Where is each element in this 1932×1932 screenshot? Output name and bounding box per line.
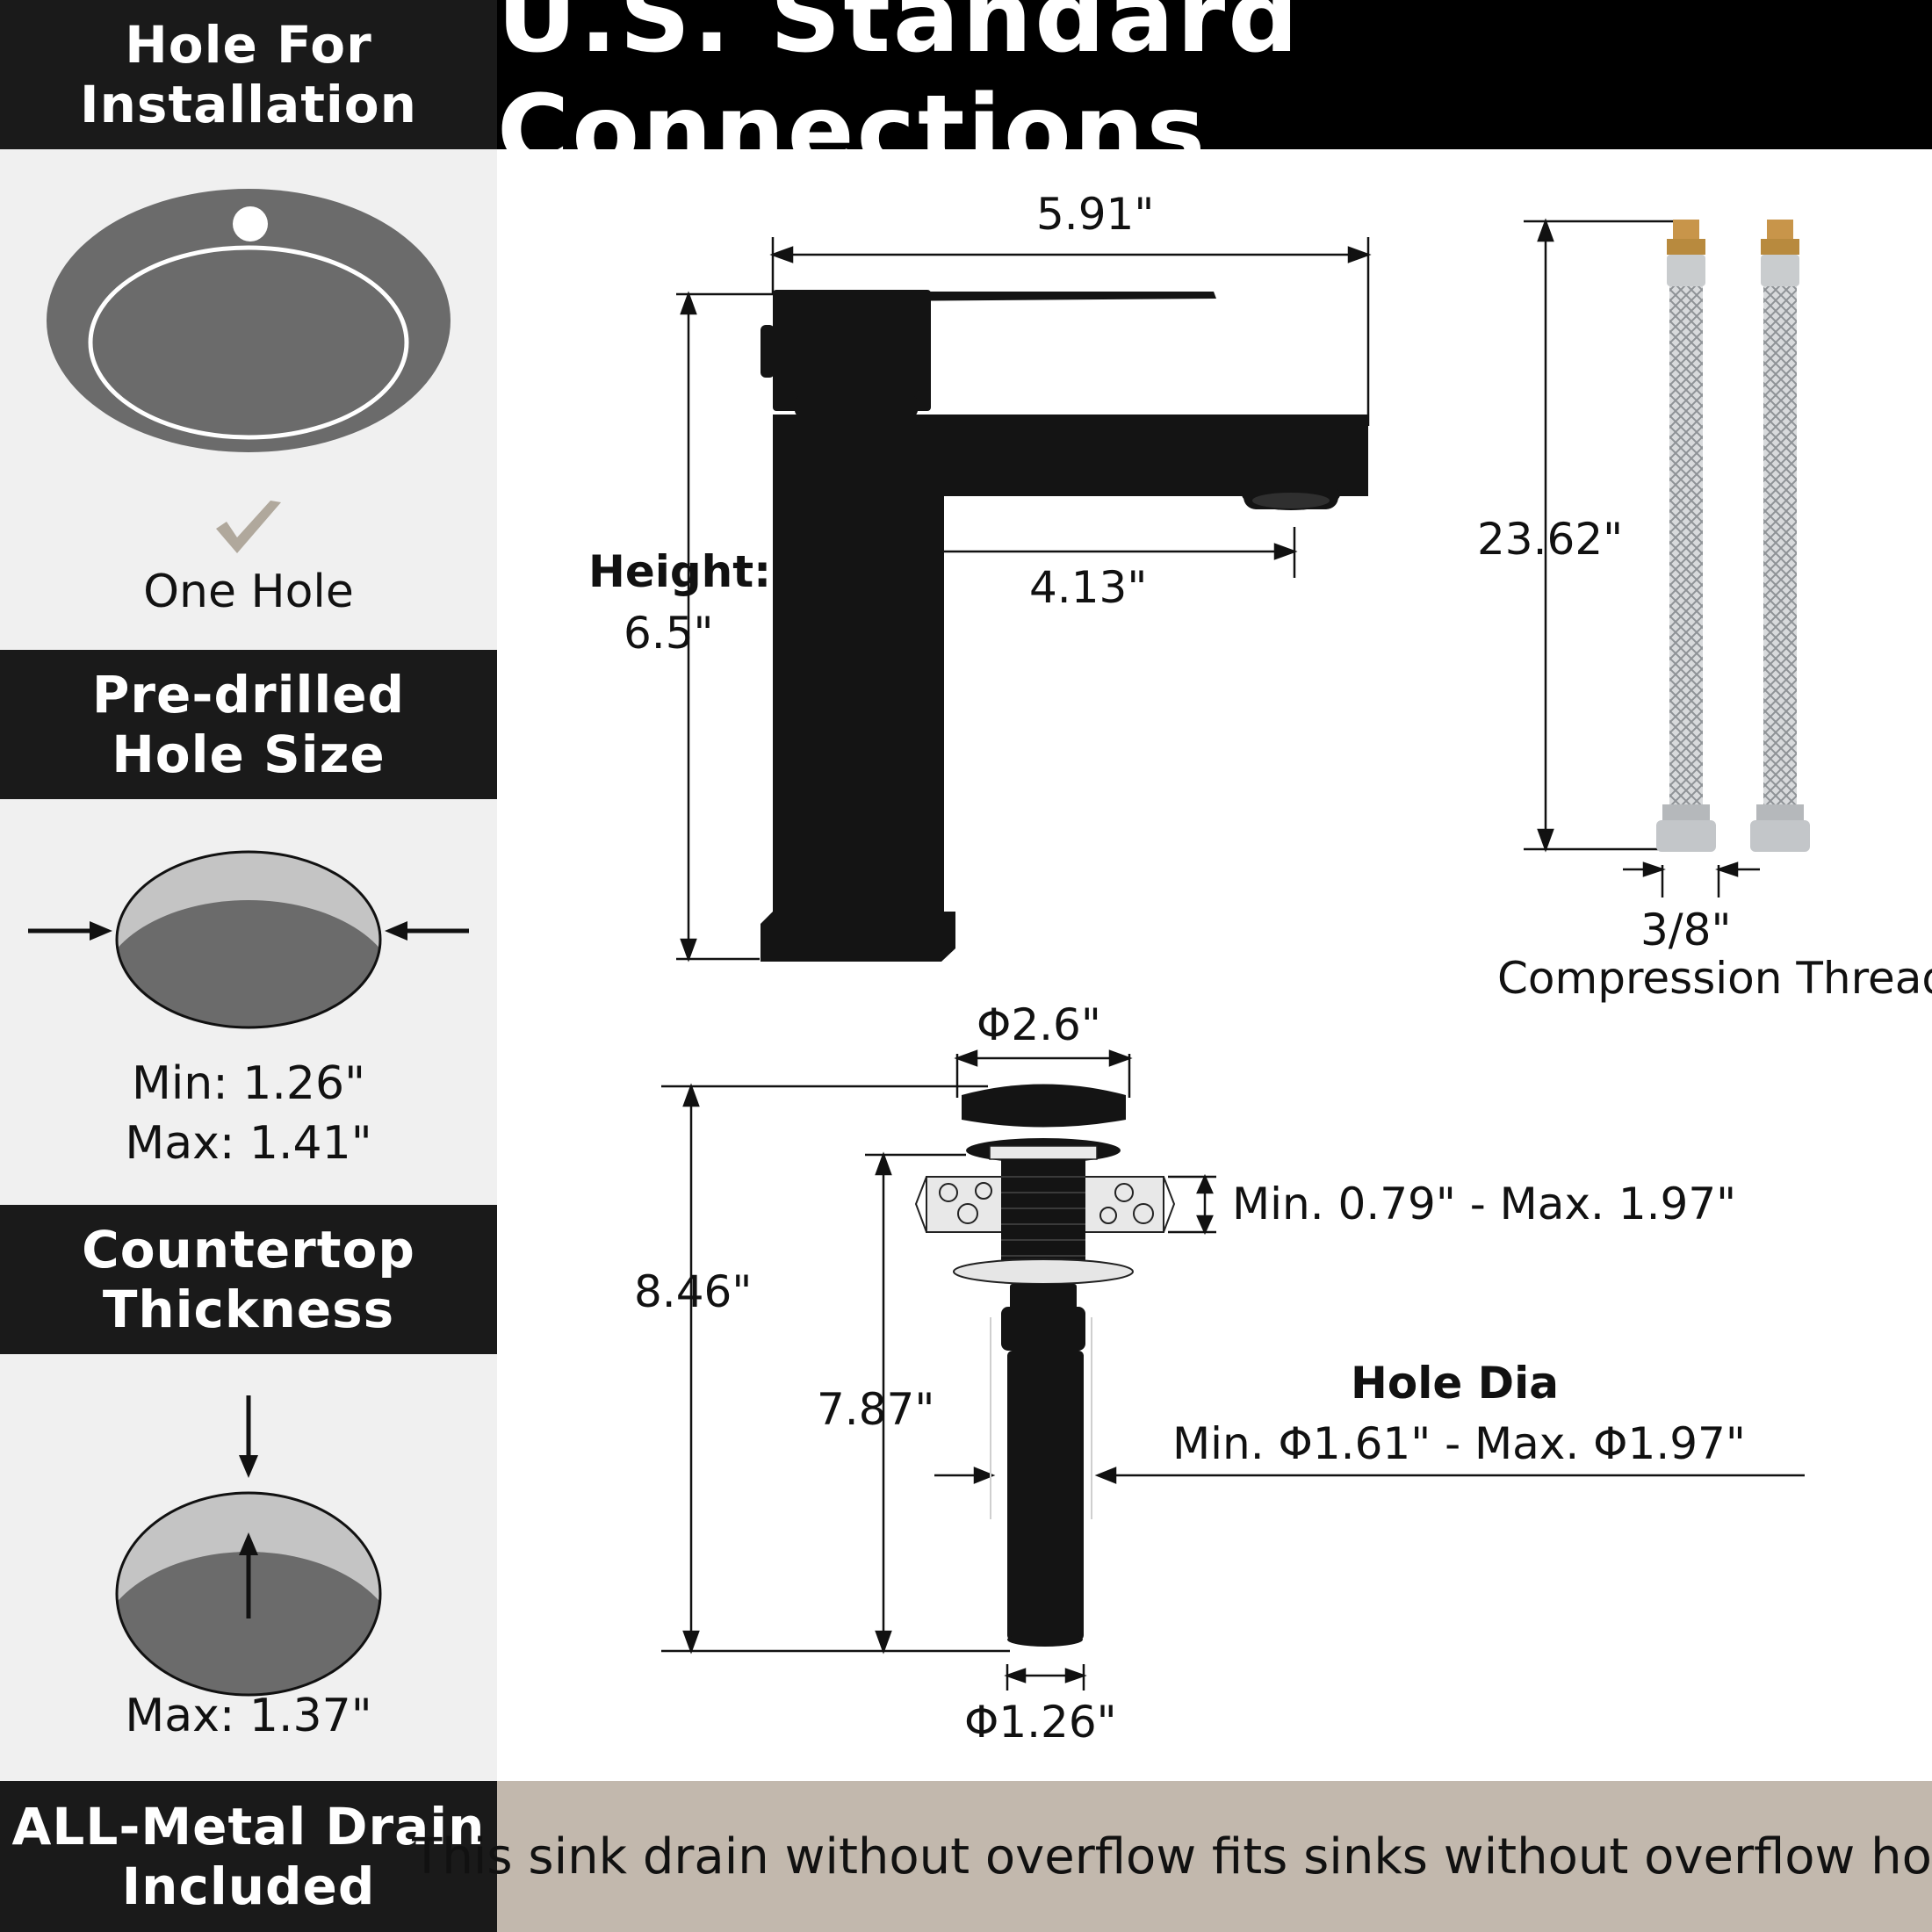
thickness-diagram <box>115 1395 382 1697</box>
section-header-drain: ALL-Metal Drain Included <box>0 1781 497 1932</box>
hose-right <box>1750 220 1810 852</box>
hose-left <box>1656 220 1716 852</box>
section-header-predrilled: Pre-drilled Hole Size <box>0 650 497 799</box>
section-header-countertop: Countertop Thickness <box>0 1205 497 1354</box>
drain-cap-dia-label: Φ2.6" <box>977 999 1101 1050</box>
faucet-height-label: Height: <box>588 546 772 597</box>
sink-one-hole-icon <box>47 189 451 452</box>
predrilled-title: Pre-drilled Hole Size <box>91 665 406 784</box>
drain-title: ALL-Metal Drain Included <box>11 1797 486 1916</box>
countertop-title: Countertop Thickness <box>82 1220 415 1339</box>
install-caption: One Hole <box>143 566 354 618</box>
predrilled-caption: Min: 1.26" Max: 1.41" <box>125 1057 372 1170</box>
faucet-height-value: 6.5" <box>624 608 714 659</box>
section-header-install: Hole For Installation <box>0 0 497 149</box>
faucet-reach-label: 4.13" <box>1029 562 1148 613</box>
countertop-caption: Max: 1.37" <box>125 1690 372 1742</box>
drain-tail-dia-label: Φ1.26" <box>964 1697 1117 1748</box>
faucet-width-label: 5.91" <box>1036 189 1155 240</box>
hose-length-label: 23.62" <box>1477 514 1624 565</box>
drain-body-height-label: 7.87" <box>817 1384 935 1435</box>
hole-dia-title: Hole Dia <box>1351 1358 1560 1409</box>
counter-thickness-range-label: Min. 0.79" - Max. 1.97" <box>1232 1179 1737 1229</box>
hole-size-diagram <box>28 850 469 1029</box>
footer-note: This sink drain without overflow fits si… <box>412 1781 1932 1932</box>
hole-dia-range-label: Min. Φ1.61" - Max. Φ1.97" <box>1172 1418 1746 1469</box>
thread-size-label: 3/8" <box>1640 905 1732 955</box>
install-title: Hole For Installation <box>80 15 417 134</box>
drain-total-height-label: 8.46" <box>634 1266 753 1317</box>
thread-type-label: Compression Thread <box>1497 953 1932 1004</box>
checkmark-icon <box>216 501 281 553</box>
page-title: U.S. Standard Connections <box>497 0 1932 189</box>
